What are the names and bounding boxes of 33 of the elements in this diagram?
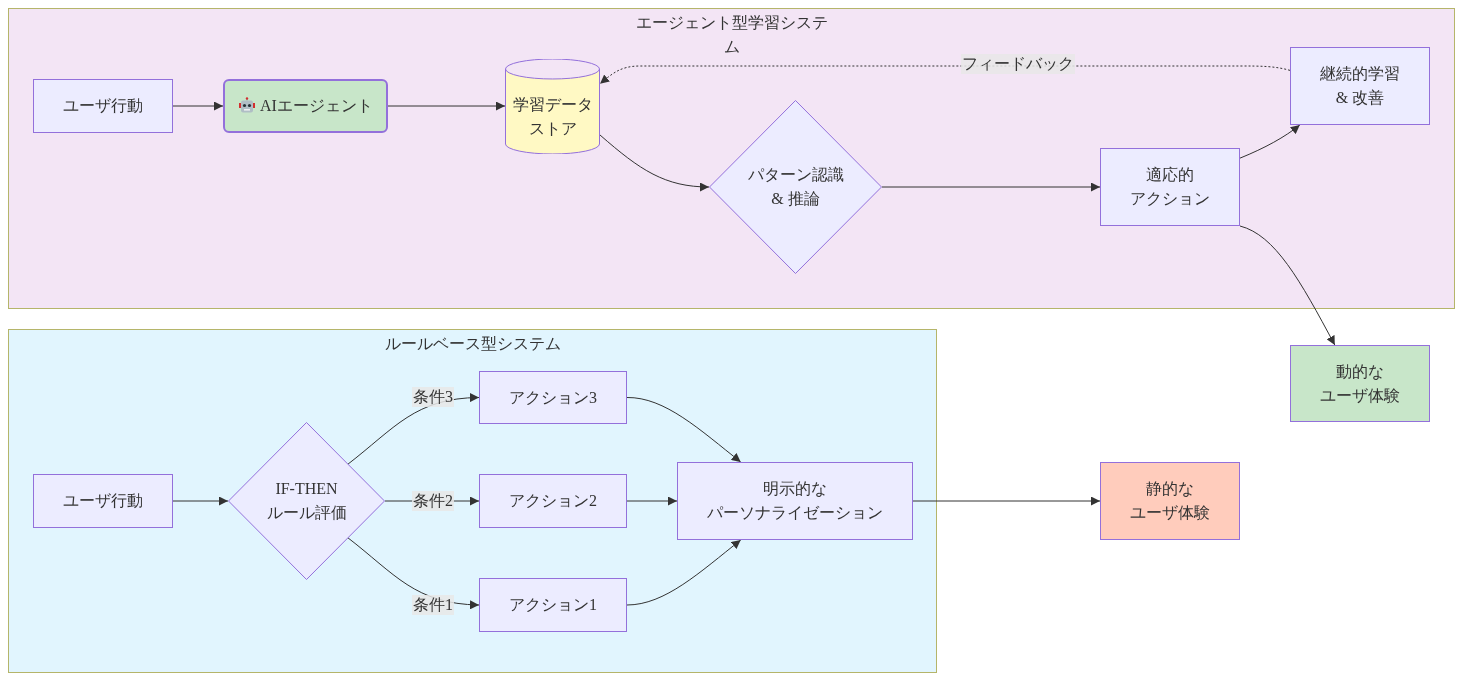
arrow (881, 182, 1101, 192)
arrow (626, 539, 742, 606)
process-box: 動的なユーザ体験 (1290, 345, 1430, 422)
process-box: ユーザ行動 (33, 474, 173, 528)
edge-label: フィードバック (961, 54, 1075, 74)
edge-label: 条件3 (412, 387, 454, 407)
arrow (1239, 124, 1301, 159)
process-box: 明示的なパーソナライゼーション (677, 462, 913, 540)
group-panel (8, 8, 1455, 309)
group-title: エージェント型学習システム (635, 13, 828, 57)
arrow (912, 496, 1101, 506)
arrow (172, 101, 224, 111)
process-box: 静的なユーザ体験 (1100, 462, 1240, 540)
decision-diamond: パターン認識 & 推論 (709, 100, 882, 274)
process-box (223, 79, 388, 133)
arrow (387, 101, 506, 111)
edge-label: 条件2 (412, 491, 454, 511)
edge-label: 条件1 (412, 595, 454, 615)
process-box: 継続的学習 & 改善 (1290, 47, 1430, 125)
process-box: アクション1 (479, 578, 627, 632)
arrow (626, 496, 678, 506)
arrow (172, 496, 229, 506)
decision-diamond: IF-THEN ルール評価 (228, 422, 385, 580)
process-box: 適応的アクション (1100, 148, 1240, 226)
arrow (599, 134, 710, 192)
process-box: アクション3 (479, 371, 627, 424)
arrow (1239, 225, 1336, 346)
group-panel (8, 329, 937, 673)
process-box: ユーザ行動 (33, 79, 173, 133)
process-box: アクション2 (479, 474, 627, 528)
arrow (626, 397, 742, 463)
node-label: AIエージェント (260, 96, 373, 116)
group-title: ルールベース型システム (384, 334, 561, 354)
